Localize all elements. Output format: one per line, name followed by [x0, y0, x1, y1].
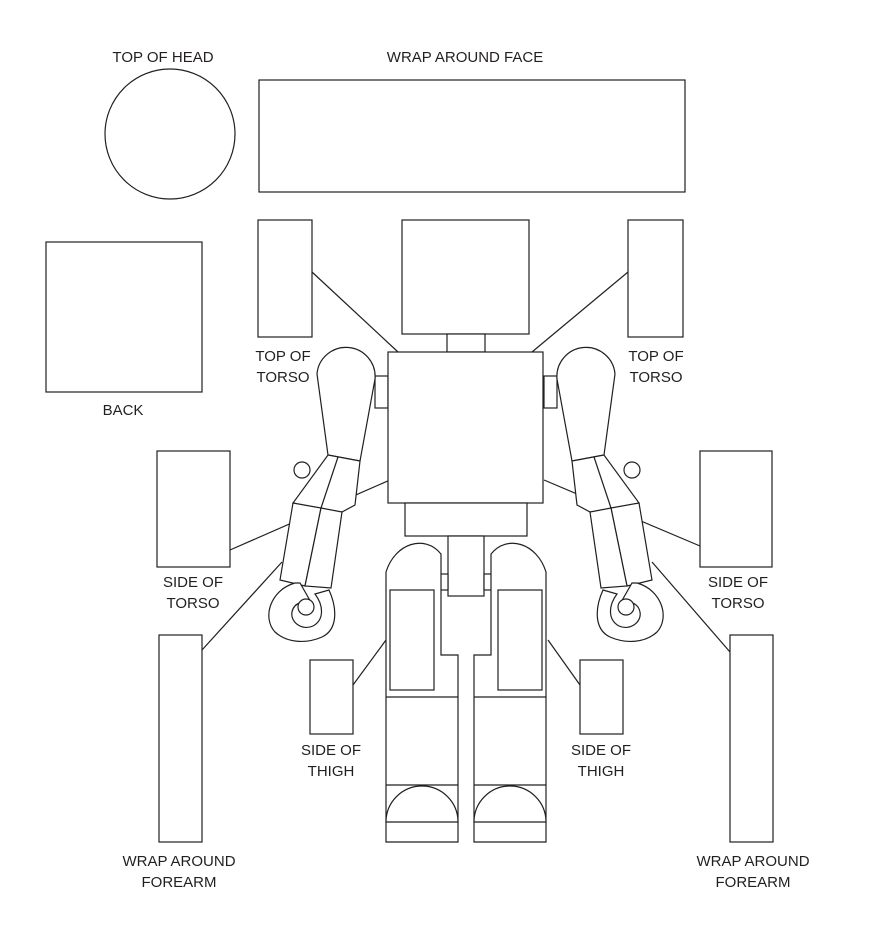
robot-upper-arm-right	[556, 346, 616, 462]
label-side-of-thigh-right-line2: THIGH	[578, 763, 625, 780]
top-of-torso-right-panel	[627, 219, 684, 338]
label-wrap-around-forearm-left-line2: FOREARM	[142, 874, 217, 891]
label-back: BACK	[103, 402, 144, 419]
label-side-of-thigh-right-line1: SIDE OF	[571, 742, 631, 759]
robot-shoulder-right	[543, 375, 558, 409]
leader-line	[547, 639, 581, 686]
robot-figure	[268, 219, 664, 843]
label-side-of-torso-left-line1: SIDE OF	[163, 574, 223, 591]
label-top-of-torso-left-line2: TORSO	[256, 369, 309, 386]
label-wrap-around-face: WRAP AROUND FACE	[387, 49, 543, 66]
leader-line	[201, 561, 283, 651]
wrap-around-forearm-right-panel	[729, 634, 774, 843]
robot-elbow-seam	[593, 456, 612, 509]
robot-torso	[387, 351, 544, 504]
label-side-of-torso-right-line1: SIDE OF	[708, 574, 768, 591]
robot-waist	[404, 502, 528, 537]
side-of-thigh-right-panel	[579, 659, 624, 735]
label-top-of-head: TOP OF HEAD	[112, 49, 213, 66]
labels: TOP OF HEAD WRAP AROUND FACE BACK TOP OF…	[103, 49, 810, 891]
label-top-of-torso-right-line2: TORSO	[629, 369, 682, 386]
robot-hand-knob-left	[297, 598, 315, 616]
leader-line	[531, 271, 629, 353]
label-wrap-around-forearm-right-line1: WRAP AROUND	[696, 853, 809, 870]
label-top-of-torso-right-line1: TOP OF	[628, 348, 683, 365]
robot-foot-left	[385, 785, 459, 823]
robot-thigh-panel-left	[389, 589, 435, 691]
side-of-torso-left-panel	[156, 450, 231, 568]
robot-elbow-seam	[320, 456, 339, 509]
robot-arm-right	[556, 346, 664, 642]
side-of-torso-right-panel	[699, 450, 773, 568]
robot-pelvis	[447, 535, 485, 597]
label-wrap-around-forearm-left-line1: WRAP AROUND	[122, 853, 235, 870]
robot-forearm-left-b	[304, 507, 343, 589]
label-side-of-thigh-left-line2: THIGH	[308, 763, 355, 780]
robot-foot-right	[473, 785, 547, 823]
wrap-around-face-panel	[258, 79, 686, 193]
leader-line	[651, 561, 731, 653]
side-of-thigh-left-panel	[309, 659, 354, 735]
back-panel	[45, 241, 203, 393]
robot-hand-knob-right	[617, 598, 635, 616]
label-top-of-torso-left-line1: TOP OF	[255, 348, 310, 365]
robot-shoulder-left	[374, 375, 389, 409]
label-side-of-torso-left-line2: TORSO	[166, 595, 219, 612]
robot-hand-right	[596, 582, 664, 642]
robot-head	[401, 219, 530, 335]
robot-forearm-right-b	[589, 507, 628, 589]
top-of-head-panel	[104, 68, 236, 200]
leader-line	[311, 271, 399, 353]
robot-neck	[446, 333, 486, 353]
label-wrap-around-forearm-right-line2: FOREARM	[716, 874, 791, 891]
robot-thigh-panel-right	[497, 589, 543, 691]
robot-upper-arm-left	[316, 346, 376, 462]
robot-leg-right	[473, 542, 547, 843]
leader-line	[352, 639, 387, 686]
robot-leg-left	[385, 542, 459, 843]
top-of-torso-left-panel	[257, 219, 313, 338]
robot-elbow-nub-right	[623, 461, 641, 479]
wrap-around-forearm-left-panel	[158, 634, 203, 843]
robot-elbow-nub-left	[293, 461, 311, 479]
robot-hand-left	[268, 582, 336, 642]
robot-arm-left	[268, 346, 376, 642]
label-side-of-thigh-left-line1: SIDE OF	[301, 742, 361, 759]
label-side-of-torso-right-line2: TORSO	[711, 595, 764, 612]
